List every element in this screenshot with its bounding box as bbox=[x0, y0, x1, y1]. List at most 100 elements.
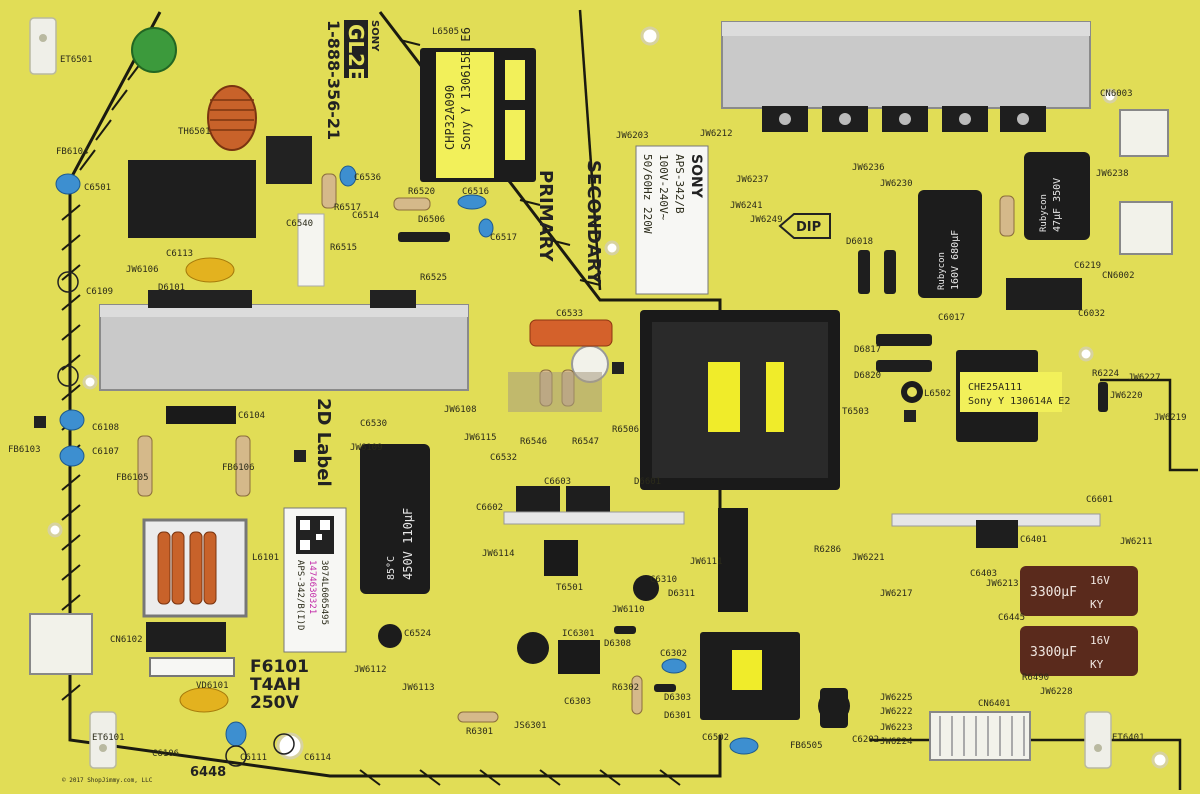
grounding-tab-et6101 bbox=[89, 711, 117, 769]
bulk-capacitor-rating: 450V 110μF bbox=[401, 508, 415, 580]
designator-c6302: C6302 bbox=[660, 649, 687, 659]
designator-t6503: T6503 bbox=[842, 407, 869, 417]
connector-cn6003 bbox=[1119, 109, 1169, 157]
main-transformer-window-right bbox=[766, 362, 784, 432]
designator-c6517: C6517 bbox=[490, 233, 517, 243]
designator-r6286: R6286 bbox=[814, 545, 841, 555]
silk-secondary-zone: SECONDARY bbox=[583, 160, 604, 285]
designator-c6032: C6032 bbox=[1078, 309, 1105, 319]
output-cap-2-value: 3300μF bbox=[1030, 645, 1077, 660]
silk-brand-logo: SONY bbox=[369, 20, 380, 52]
designator-c6524: C6524 bbox=[404, 629, 431, 639]
mounting-holes bbox=[47, 26, 1169, 769]
silk-primary-zone: PRIMARY bbox=[535, 170, 556, 262]
designator-fb6104: FB6104 bbox=[56, 147, 89, 157]
designator-r6517: R6517 bbox=[334, 203, 361, 213]
mount-hole-left-lower bbox=[47, 522, 63, 538]
designator-d6601: D6601 bbox=[634, 477, 661, 487]
designator-ic6301: IC6301 bbox=[562, 629, 595, 639]
designator-c6310: C6310 bbox=[650, 575, 677, 585]
designator-jw6221: JW6221 bbox=[852, 553, 885, 563]
designator-jw6220: JW6220 bbox=[1110, 391, 1143, 401]
designator-c6516: C6516 bbox=[462, 187, 489, 197]
mount-hole-top-right bbox=[1102, 88, 1118, 104]
designator-d6311: D6311 bbox=[668, 589, 695, 599]
designator-c6017: C6017 bbox=[938, 313, 965, 323]
connector-cn6102 bbox=[29, 613, 93, 675]
designator-c6107: C6107 bbox=[92, 447, 119, 457]
designator-jw6111: JW6111 bbox=[690, 557, 723, 567]
designator-d6817: D6817 bbox=[854, 345, 881, 355]
designator-cn6002: CN6002 bbox=[1102, 271, 1135, 281]
designator-c6111: C6111 bbox=[240, 753, 267, 763]
designator-r6520: R6520 bbox=[408, 187, 435, 197]
designator-et6401: ET6401 bbox=[1112, 733, 1145, 743]
fuse-voltage: 250V bbox=[250, 693, 299, 713]
designator-l6502: L6502 bbox=[924, 389, 951, 399]
designator-t6501: T6501 bbox=[556, 583, 583, 593]
designator-r6224: R6224 bbox=[1092, 369, 1119, 379]
designator-c6502: C6502 bbox=[702, 733, 729, 743]
designator-c6501: C6501 bbox=[84, 183, 111, 193]
barcode-label: APS-342/B(I)D 1474630321 3074L6065495 bbox=[283, 507, 347, 653]
heatsink-mount-right bbox=[370, 290, 416, 308]
rating-label: SONY APS-342/B 100V-240V~ 50/60Hz 220W bbox=[635, 145, 709, 295]
designator-d6506: D6506 bbox=[418, 215, 445, 225]
designator-r6546: R6546 bbox=[520, 437, 547, 447]
secondary-capacitor-small-brand: Rubycon bbox=[1039, 194, 1049, 232]
x-capacitor-3 bbox=[266, 136, 312, 184]
designator-et6501: ET6501 bbox=[60, 55, 93, 65]
film-capacitor-c6533 bbox=[529, 319, 613, 347]
designator-d6303: D6303 bbox=[664, 693, 691, 703]
designator-jw6222: JW6222 bbox=[880, 707, 913, 717]
designator-jw6236: JW6236 bbox=[852, 163, 885, 173]
designator-c6602: C6602 bbox=[476, 503, 503, 513]
designator-l6505: L6505 bbox=[432, 27, 459, 37]
mount-hole-bottom-right bbox=[1151, 751, 1169, 769]
block-capacitor-right bbox=[1006, 278, 1082, 310]
designator-c6114: C6114 bbox=[304, 753, 331, 763]
designator-jw6230: JW6230 bbox=[880, 179, 913, 189]
grounding-tabs bbox=[29, 17, 1112, 769]
grounding-tab-et6401 bbox=[1084, 711, 1112, 769]
designator-l6101: L6101 bbox=[252, 553, 279, 563]
designator-jw6213: JW6213 bbox=[986, 579, 1019, 589]
designator-c6104: C6104 bbox=[238, 411, 265, 421]
designator-jw6225: JW6225 bbox=[880, 693, 913, 703]
designator-c6540: C6540 bbox=[286, 219, 313, 229]
bulk-capacitor-temp: 85°C bbox=[386, 556, 397, 580]
designator-jw6237: JW6237 bbox=[736, 175, 769, 185]
designator-jw6228: JW6228 bbox=[1040, 687, 1073, 697]
designator-c6303: C6303 bbox=[564, 697, 591, 707]
designator-fb6103: FB6103 bbox=[8, 445, 41, 455]
designator-d6820: D6820 bbox=[854, 371, 881, 381]
designator-fb6505: FB6505 bbox=[790, 741, 823, 751]
rating-label-model: APS-342/B bbox=[673, 154, 686, 214]
designator-jw6227: JW6227 bbox=[1128, 373, 1161, 383]
designator-c6445: C6445 bbox=[998, 613, 1025, 623]
designator-jw6108: JW6108 bbox=[444, 405, 477, 415]
output-cap-1-series: KY bbox=[1090, 598, 1104, 611]
rating-label-freq: 50/60Hz 220W bbox=[641, 154, 654, 234]
varistor bbox=[185, 257, 235, 283]
bulk-capacitor bbox=[360, 444, 430, 594]
barcode-label-code: 3074L6065495 bbox=[319, 560, 329, 625]
stamp-mark: 6448 bbox=[190, 765, 226, 780]
secondary-capacitor-large bbox=[918, 190, 982, 298]
designator-jw6109: JW6109 bbox=[350, 443, 383, 453]
designator-c6108: C6108 bbox=[92, 423, 119, 433]
output-cap-2-voltage: 16V bbox=[1090, 634, 1110, 647]
secondary-capacitor-small bbox=[1024, 152, 1090, 240]
secondary-heatsink bbox=[721, 21, 1091, 109]
inrush-coil bbox=[207, 85, 257, 151]
designator-c6530: C6530 bbox=[360, 419, 387, 429]
diodes bbox=[398, 232, 1108, 692]
component-designators: ET6501 FB6104 C6501 TH6501 C6113 JW6106 … bbox=[8, 27, 1187, 763]
designator-jw6114: JW6114 bbox=[482, 549, 515, 559]
photocoupler-column bbox=[718, 508, 748, 612]
designator-c6202: C6202 bbox=[852, 735, 879, 745]
designator-cn6003: CN6003 bbox=[1100, 89, 1133, 99]
designator-js6301: JS6301 bbox=[514, 721, 547, 731]
output-cap-2-series: KY bbox=[1090, 658, 1104, 671]
